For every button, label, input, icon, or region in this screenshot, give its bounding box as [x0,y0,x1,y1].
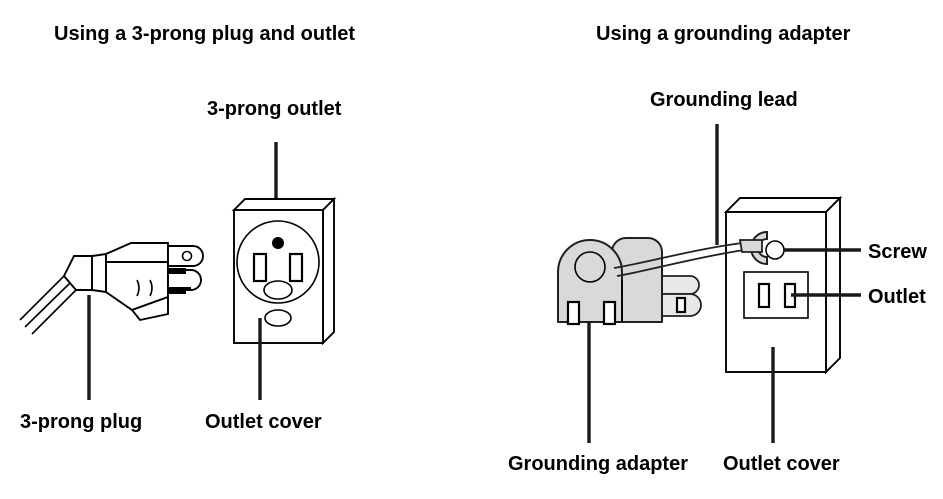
callout-label-outlet-cover-left: Outlet cover [205,411,322,433]
plug-ridge-1 [136,279,140,297]
cord-strand-2 [24,282,71,328]
receptacle-lower-opening [263,280,293,300]
receptacle-boss [236,220,320,304]
callout-label-screw: Screw [868,241,927,263]
callout-label-grounding-lead: Grounding lead [650,89,798,111]
outlet-cover-top-bevel [231,198,337,211]
outlet-cover-right-face [725,211,827,373]
plug-ground-prong-hole [181,250,193,262]
blade-slot-right [288,252,304,283]
plug-blade-prong-upper [167,269,202,291]
three-prong-plug-figure [19,242,204,335]
outlet-cover-right-bevel [322,196,335,346]
panel-left: Using a 3-prong plug and outlet 3-prong … [19,23,355,433]
panel-right: Using a grounding adapter Grounding lead [508,23,927,475]
callout-label-3-prong-outlet: 3-prong outlet [207,98,342,120]
cover-screw-left [264,309,292,327]
plug-collar-band [91,252,107,294]
outlet-cover-right-top-bevel [723,197,843,213]
outlet-cover-right-side-bevel [825,195,841,375]
callout-label-3-prong-plug: 3-prong plug [20,411,142,433]
adapter-ring-hole [574,251,606,283]
adapter-prong-upper [659,275,700,295]
grounding-lead-wire-lower [616,249,745,277]
cord-strand-3 [31,289,77,335]
two-prong-outlet-figure [723,195,843,375]
grounding-adapter-figure [557,237,763,326]
panel-left-title: Using a 3-prong plug and outlet [54,23,355,45]
ground-pin-hole [272,237,284,249]
plug-ground-prong [167,245,204,267]
cord-strand-1 [19,275,65,321]
plug-blade-band-upper [168,268,186,274]
blade-slot-left [252,252,268,283]
three-prong-outlet-figure [231,196,337,346]
adapter-slot-right [602,300,617,326]
lead-terminal-ferrule [738,239,763,253]
plug-body-bevel [130,295,169,322]
callout-label-grounding-adapter: Grounding adapter [508,453,688,475]
adapter-prong-slot [675,296,687,314]
adapter-slot-left [566,300,581,326]
callout-label-outlet: Outlet [868,286,926,308]
outlet-slot-left [757,282,771,309]
panel-right-title: Using a grounding adapter [596,23,851,45]
outlet-cover-face [233,209,324,344]
plug-ridge-2 [149,279,153,297]
grounding-lead-wire-upper [613,242,743,269]
plug-blade-band-lower [168,288,186,294]
callout-label-outlet-cover-right: Outlet cover [723,453,840,475]
